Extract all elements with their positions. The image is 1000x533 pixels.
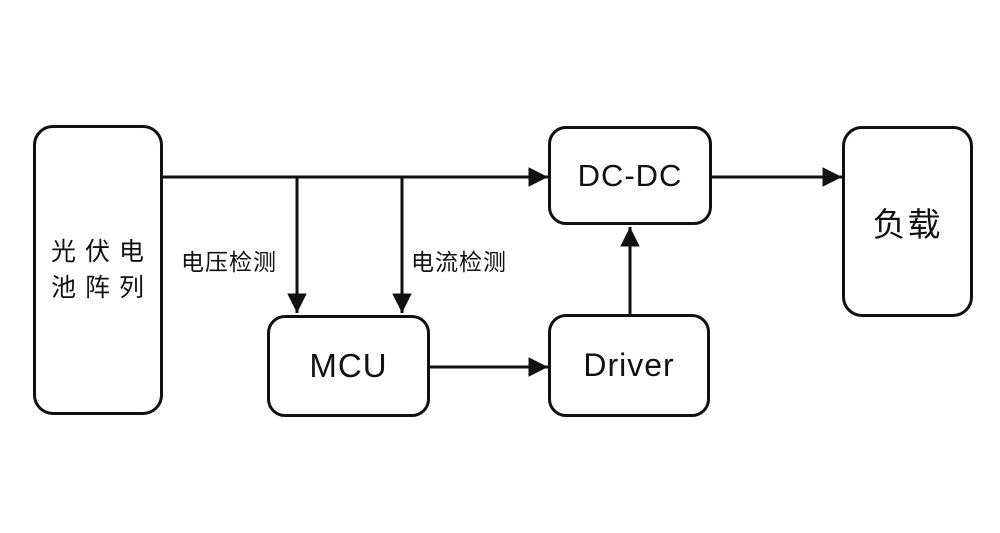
driver-label: Driver — [583, 347, 675, 383]
block-driver: Driver — [548, 314, 710, 417]
block-pv-array: 光 伏 电 池 阵 列 — [33, 125, 163, 415]
dc-dc-label: DC-DC — [577, 157, 683, 193]
block-dc-dc: DC-DC — [548, 126, 712, 225]
pv-array-label-line2: 池 阵 列 — [51, 274, 145, 302]
block-mcu: MCU — [267, 315, 430, 417]
load-label: 负载 — [872, 205, 943, 243]
current-sense-label: 电流检测 — [411, 249, 507, 275]
voltage-sense-label: 电压检测 — [181, 249, 277, 275]
pv-array-label-line1: 光 伏 电 — [51, 238, 145, 266]
mcu-label: MCU — [309, 347, 388, 384]
block-load: 负载 — [842, 126, 973, 317]
